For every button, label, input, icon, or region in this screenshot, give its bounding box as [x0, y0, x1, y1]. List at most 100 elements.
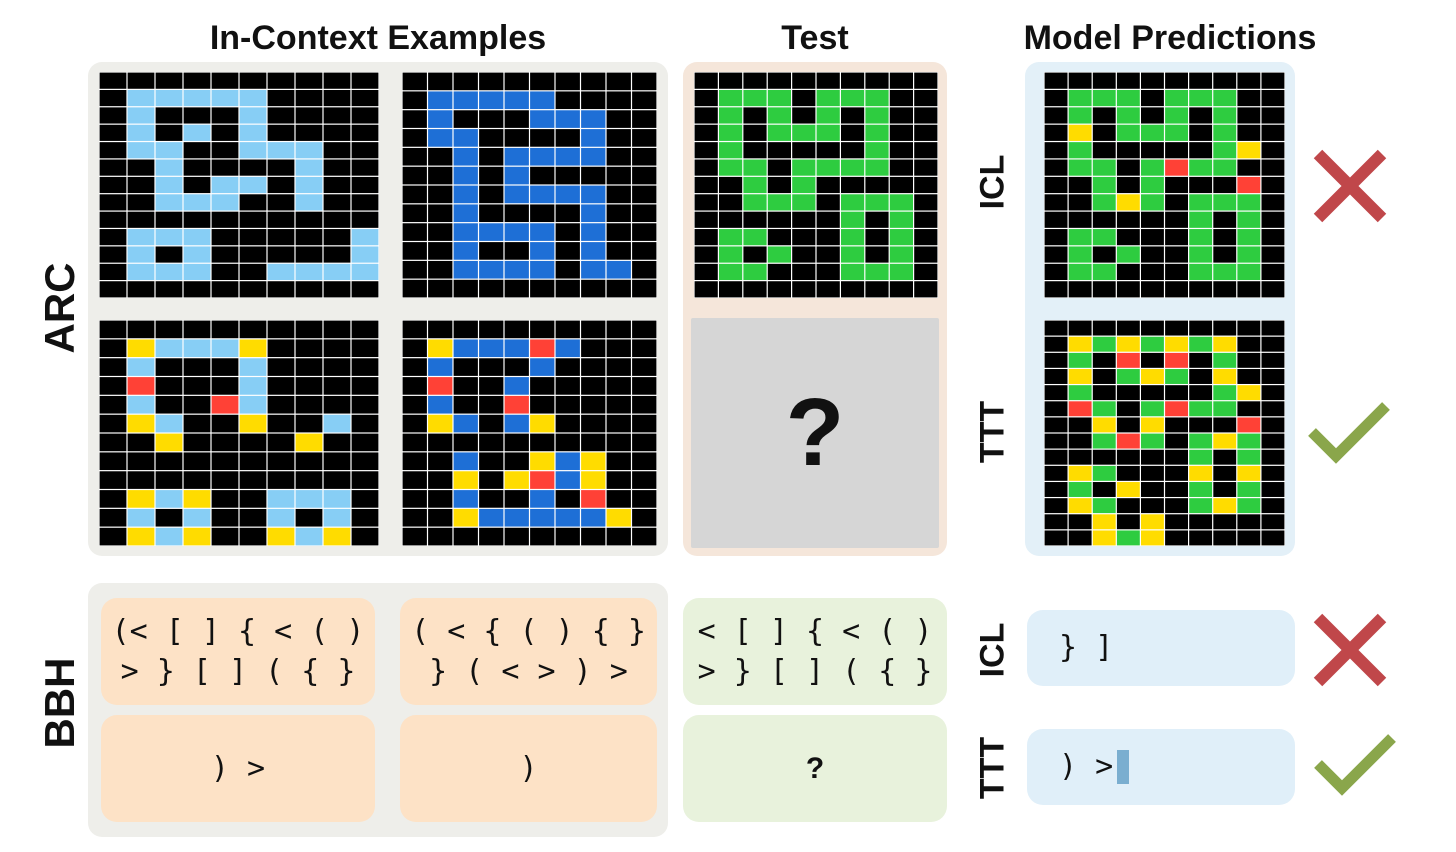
cell-empty [504, 320, 529, 339]
cell-light-blue [127, 107, 155, 124]
cell-empty [632, 339, 657, 358]
cell-empty [402, 358, 427, 376]
cell-empty [606, 204, 631, 223]
cell-light-blue [239, 395, 267, 414]
cell-yellow [1068, 465, 1092, 481]
cell-empty [99, 452, 127, 471]
cell-empty [351, 377, 379, 395]
cell-empty [1213, 417, 1237, 433]
cell-empty [323, 395, 351, 414]
cell-empty [1261, 142, 1285, 159]
cell-light-blue [127, 142, 155, 159]
cell-empty [295, 377, 323, 395]
cell-empty [914, 89, 938, 107]
cell-empty [351, 107, 379, 124]
cell-light-blue [211, 89, 239, 107]
cell-empty [155, 395, 183, 414]
cell-empty [694, 89, 718, 107]
cell-empty [1044, 107, 1068, 124]
cell-empty [530, 129, 555, 147]
cell-light-blue [183, 508, 211, 527]
cell-yellow [1068, 369, 1092, 384]
cell-empty [1092, 352, 1116, 368]
cell-yellow [1213, 336, 1237, 352]
cell-empty [694, 159, 718, 176]
cell-green [743, 176, 767, 194]
cell-empty [1141, 246, 1164, 263]
cell-empty [632, 395, 657, 414]
cell-green [865, 124, 889, 141]
cell-empty [1213, 482, 1237, 497]
cell-blue [581, 223, 606, 241]
cell-light-blue [267, 490, 295, 508]
cell-yellow [127, 414, 155, 433]
row-label-bbh: BBH [36, 657, 83, 749]
cell-blue [530, 490, 555, 508]
cell-empty [1141, 229, 1164, 246]
cell-light-blue [239, 89, 267, 107]
cell-empty [606, 433, 631, 452]
cell-green [841, 211, 865, 228]
cell-empty [1044, 417, 1068, 433]
cell-red [530, 339, 555, 358]
bbh-example-1-output: ) > [101, 715, 375, 822]
cell-empty [99, 142, 127, 159]
cell-empty [1165, 417, 1188, 433]
cell-empty [767, 281, 791, 298]
cell-blue [581, 508, 606, 527]
cell-empty [1237, 530, 1261, 546]
cell-blue [453, 260, 478, 279]
cell-empty [743, 107, 767, 124]
check-stroke [1314, 734, 1396, 796]
cell-blue [504, 147, 529, 166]
cell-green [1189, 89, 1213, 107]
cell-empty [816, 176, 840, 194]
cell-empty [694, 229, 718, 246]
cell-empty [1261, 320, 1285, 336]
cell-empty [743, 246, 767, 263]
cell-empty [453, 377, 478, 395]
cell-yellow [1068, 336, 1092, 352]
cell-empty [767, 72, 791, 89]
cell-light-blue [323, 414, 351, 433]
cell-empty [479, 129, 504, 147]
cell-empty [1044, 229, 1068, 246]
cell-empty [1165, 320, 1188, 336]
cell-empty [865, 229, 889, 246]
cell-empty [1044, 281, 1068, 298]
cell-blue [504, 339, 529, 358]
cell-empty [239, 508, 267, 527]
cell-empty [295, 471, 323, 489]
cell-empty [743, 72, 767, 89]
cell-yellow [1213, 369, 1237, 384]
cell-yellow [127, 490, 155, 508]
cell-empty [1044, 433, 1068, 449]
cell-empty [402, 204, 427, 223]
cell-empty [127, 471, 155, 489]
cell-green [889, 194, 913, 211]
cell-empty [792, 211, 816, 228]
cell-empty [694, 211, 718, 228]
cell-empty [267, 452, 295, 471]
cell-light-blue [155, 176, 183, 194]
cell-empty [504, 279, 529, 298]
cell-green [1092, 159, 1116, 176]
cell-green [1068, 229, 1092, 246]
cell-empty [99, 246, 127, 263]
cell-green [816, 159, 840, 176]
cross-icon [1313, 613, 1387, 687]
cell-empty [555, 490, 580, 508]
cell-empty [323, 281, 351, 298]
cell-empty [606, 414, 631, 433]
cell-green [1092, 176, 1116, 194]
row-label-arc: ARC [36, 262, 83, 354]
cell-empty [606, 279, 631, 298]
cell-empty [267, 124, 295, 141]
cell-blue [581, 242, 606, 260]
cell-empty [606, 339, 631, 358]
cell-empty [183, 142, 211, 159]
cell-empty [1116, 72, 1140, 89]
cell-empty [1189, 107, 1213, 124]
cell-red [428, 377, 453, 395]
cell-empty [99, 194, 127, 211]
